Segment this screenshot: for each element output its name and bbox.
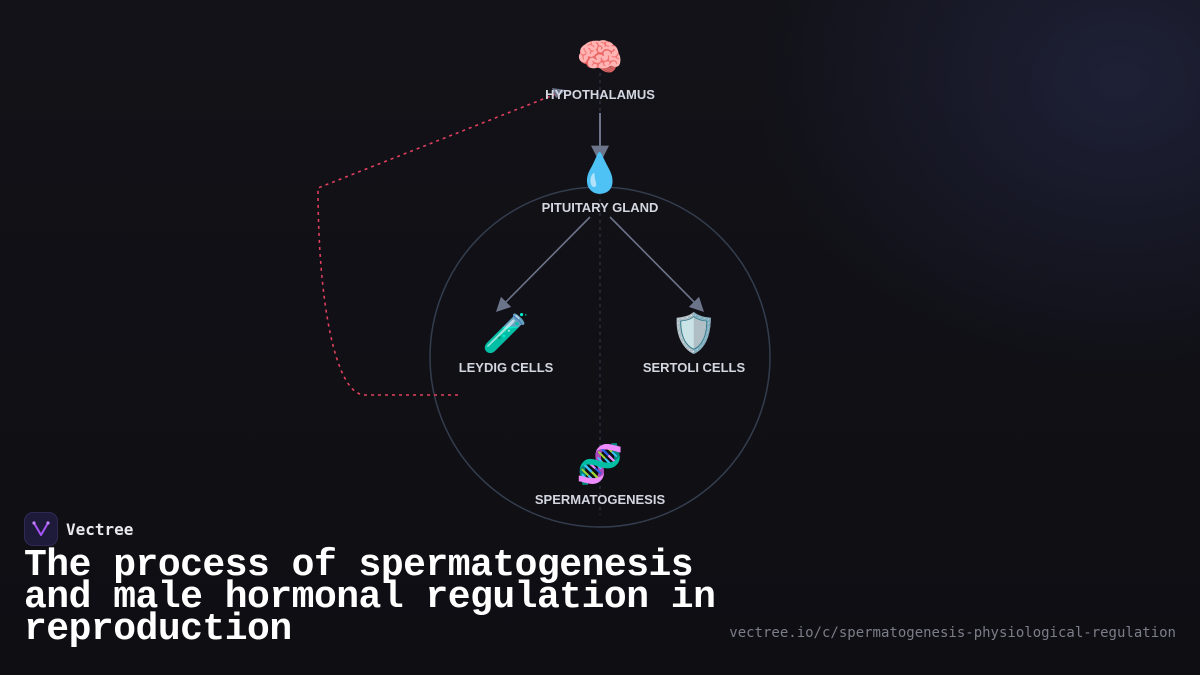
feedback-arrowhead <box>552 88 566 98</box>
vectree-logo-icon <box>24 512 58 546</box>
feedback-edge <box>317 89 567 396</box>
node-hypothalamus[interactable]: 🧠 HYPOTHALAMUS <box>545 37 655 102</box>
brain-icon: 🧠 <box>576 37 623 79</box>
node-spermatogenesis[interactable]: 🧬 SPERMATOGENESIS <box>535 441 666 507</box>
node-pituitary[interactable]: 💧 PITUITARY GLAND <box>542 151 659 215</box>
node-label-sertoli: SERTOLI CELLS <box>643 360 746 375</box>
node-label-leydig: LEYDIG CELLS <box>459 360 554 375</box>
shield-icon: 🛡️ <box>670 311 717 355</box>
brand[interactable]: Vectree <box>24 512 133 546</box>
dna-icon: 🧬 <box>576 441 623 487</box>
node-label-hypothalamus: HYPOTHALAMUS <box>545 87 655 102</box>
brand-name: Vectree <box>66 519 134 539</box>
edge-pituitary-leydig <box>495 216 591 313</box>
edge-pituitary-sertoli <box>609 216 705 313</box>
node-leydig[interactable]: 🧪 LEYDIG CELLS <box>459 312 554 375</box>
node-label-pituitary: PITUITARY GLAND <box>542 200 659 215</box>
source-url[interactable]: vectree.io/c/spermatogenesis-physiologic… <box>729 625 1176 641</box>
droplet-icon: 💧 <box>576 151 623 195</box>
node-sertoli[interactable]: 🛡️ SERTOLI CELLS <box>643 311 746 375</box>
page-title: The process of spermatogenesis and male … <box>24 544 716 651</box>
test-tube-icon: 🧪 <box>482 312 529 355</box>
node-label-spermatogenesis: SPERMATOGENESIS <box>535 492 666 507</box>
